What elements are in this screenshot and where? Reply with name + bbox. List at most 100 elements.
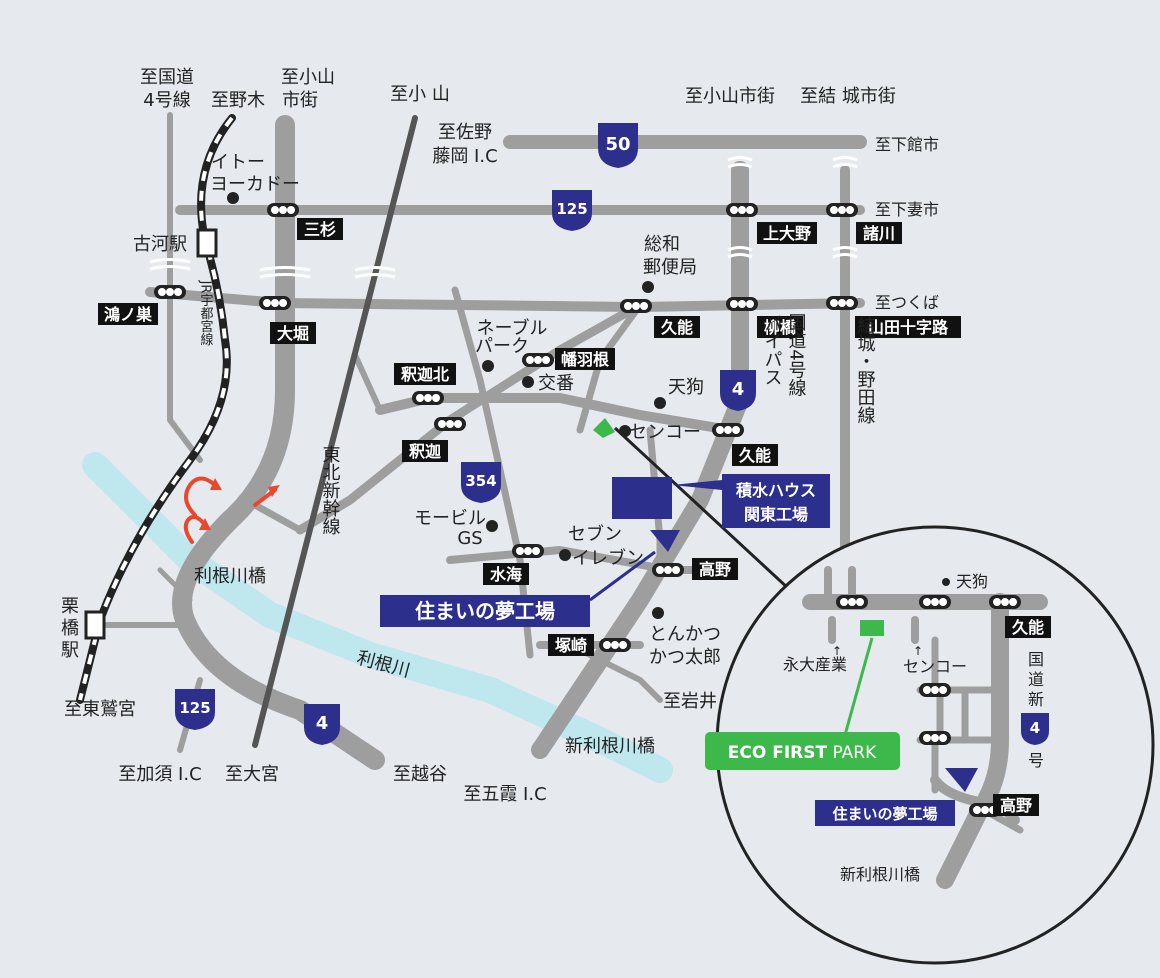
callout-line — [613, 426, 792, 592]
svg-text:永大産業: 永大産業 — [783, 655, 847, 674]
sekisui-label-2: 関東工場 — [744, 505, 808, 524]
inset-map: 天狗 久能 ↑ 永大産業 ↑ センコー 国 道 新 4 号 ECO FIRST … — [705, 525, 1155, 965]
badge-ohori: 大堀 — [277, 324, 309, 343]
svg-text:センコー: センコー — [903, 657, 967, 676]
svg-text:住まいの夢工場: 住まいの夢工場 — [832, 805, 937, 823]
svg-text:天狗: 天狗 — [956, 572, 988, 591]
svg-text:セブン: セブン — [568, 523, 622, 545]
sekisui-house-block — [612, 477, 672, 519]
svg-text:イレブン: イレブン — [572, 547, 644, 569]
svg-text:ネーブル: ネーブル — [477, 317, 548, 339]
sumai-label-box — [380, 595, 590, 627]
signal — [512, 544, 544, 558]
badge-hataba: 幡羽根 — [561, 350, 609, 369]
route-50-shield: 50 — [598, 123, 638, 168]
sekisui-callout — [672, 480, 722, 490]
svg-text:至越谷: 至越谷 — [393, 764, 447, 785]
svg-text:道: 道 — [1028, 670, 1044, 689]
svg-text:国道4号線: 国道4号線 — [786, 313, 807, 396]
signals — [154, 203, 858, 652]
signal — [726, 297, 758, 311]
svg-text:至国道: 至国道 — [140, 67, 194, 88]
signal — [434, 417, 466, 431]
inset-sumai-marker — [945, 768, 978, 792]
svg-text:至小 山: 至小 山 — [390, 84, 450, 105]
arrow-icon — [183, 514, 207, 544]
svg-text:354: 354 — [465, 472, 496, 490]
svg-text:東北新幹線: 東北新幹線 — [320, 445, 341, 535]
badge-yanagihashi: 柳橋 — [764, 318, 797, 337]
signal — [412, 391, 444, 405]
eco-first-park-label — [705, 732, 900, 770]
badge-kuno2: 久能 — [739, 446, 771, 465]
signal — [522, 353, 554, 367]
eco-first-site — [593, 418, 615, 438]
badge-ekimae: 釈迦 — [409, 442, 441, 461]
svg-text:至小山市街: 至小山市街 — [685, 86, 775, 107]
signal — [652, 563, 684, 577]
svg-text:利根川橋: 利根川橋 — [194, 566, 266, 587]
svg-text:藤岡 I.C: 藤岡 I.C — [432, 146, 497, 167]
svg-text:ECO FIRST PARK: ECO FIRST PARK — [728, 743, 877, 763]
badge-mizumichi: 水海 — [490, 565, 522, 584]
badge-misugi: 三杉 — [304, 220, 336, 239]
svg-text:栗: 栗 — [61, 596, 79, 617]
svg-text:交番: 交番 — [538, 373, 574, 394]
badge-tsukazaki: 塚崎 — [555, 636, 587, 655]
arrow-heads — [199, 478, 280, 530]
svg-text:久能: 久能 — [1012, 618, 1044, 637]
svg-text:至野木: 至野木 — [211, 90, 265, 111]
local-road-a — [157, 567, 193, 603]
badge-ekimae-kita: 釈迦北 — [401, 365, 449, 384]
route-125-shield: 125 — [552, 190, 592, 231]
svg-text:↑: ↑ — [913, 644, 923, 658]
route-125b-shield: 125 — [175, 689, 215, 730]
signal — [599, 638, 631, 652]
sekisui-label-box — [722, 474, 830, 528]
svg-text:至岩井: 至岩井 — [663, 691, 717, 712]
svg-text:至加須 I.C: 至加須 I.C — [118, 764, 201, 785]
svg-text:至東鷲宮: 至東鷲宮 — [64, 699, 136, 720]
svg-text:4号線: 4号線 — [143, 90, 190, 111]
svg-text:市街: 市街 — [282, 90, 318, 111]
svg-text:125: 125 — [556, 200, 587, 218]
destination-labels: 至国道 4号線 至野木 至小山 市街 至小 山 至佐野 藤岡 I.C 至小山市街… — [64, 67, 939, 805]
svg-text:センコー: センコー — [629, 422, 701, 443]
route-4-shield: 4 — [720, 370, 756, 411]
west-link — [251, 501, 304, 534]
svg-text:新利根川橋: 新利根川橋 — [565, 736, 655, 757]
badge-konosu: 鴻ノ巣 — [104, 305, 153, 324]
badge-kamiono: 上大野 — [763, 224, 811, 243]
intersection-badges: 三杉 上大野 諸川 鴻ノ巣 大堀 久能 柳橋 山田十字路 釈迦北 幡羽根 釈迦 … — [98, 218, 961, 656]
sumai-callout — [589, 550, 656, 602]
svg-text:至つくば: 至つくば — [875, 293, 939, 312]
badge-takano: 高野 — [699, 560, 731, 579]
signal — [259, 296, 291, 310]
sekisui-label-1: 積水ハウス — [735, 481, 816, 500]
inset-signals — [836, 595, 1021, 817]
svg-text:パーク: パーク — [475, 336, 529, 357]
svg-text:駅: 駅 — [61, 640, 79, 661]
svg-text:至結 城市街: 至結 城市街 — [800, 86, 896, 107]
jr-line — [76, 114, 236, 704]
svg-text:総和: 総和 — [644, 234, 680, 255]
svg-text:モービル: モービル — [414, 508, 486, 529]
inset-eco-callout — [843, 637, 874, 736]
svg-text:至佐野: 至佐野 — [438, 122, 492, 143]
svg-text:郵便局: 郵便局 — [643, 257, 697, 278]
svg-text:4: 4 — [316, 713, 329, 734]
west-local-road — [167, 112, 203, 463]
shinkansen-line — [252, 115, 418, 748]
svg-text:古河駅: 古河駅 — [133, 234, 187, 255]
svg-text:GS: GS — [457, 528, 482, 549]
svg-text:かつ太郎: かつ太郎 — [649, 647, 721, 668]
signal — [620, 299, 652, 313]
svg-text:↑: ↑ — [832, 644, 842, 658]
badge-yamada: 山田十字路 — [868, 318, 949, 337]
svg-text:高野: 高野 — [1000, 796, 1032, 815]
badge-kuno: 久能 — [661, 318, 693, 337]
koga-station-icon — [196, 228, 218, 258]
svg-text:125: 125 — [179, 699, 210, 717]
signal — [267, 203, 299, 217]
